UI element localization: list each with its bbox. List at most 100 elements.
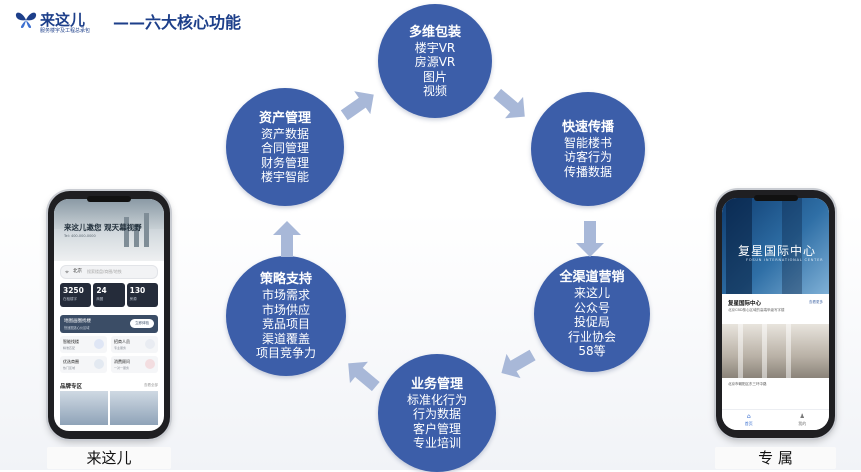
- feature-item: 楼宇智能: [260, 170, 309, 184]
- feature-item: 公众号: [573, 300, 610, 315]
- grid-item-title: 智能找楼: [63, 339, 79, 344]
- feature-item: 视频: [422, 84, 447, 98]
- map-icon: [94, 359, 105, 369]
- feature-circle-business: 业务管理 标准化行为 行为数据 客户管理 专业培训: [378, 354, 496, 472]
- person-icon: [144, 339, 155, 349]
- feature-item: 市场需求: [261, 288, 310, 303]
- nav-item-me[interactable]: ♟ 我的: [776, 413, 830, 427]
- left-phone-mockup: 来这儿邀您 观天幕视野 Tel: 400-000-0000 ⌖ 北京 搜索楼盘/…: [48, 191, 170, 439]
- arrow-icon-spreading-to-marketing: [576, 221, 604, 257]
- nav-item-home[interactable]: ⌂ 首页: [722, 413, 776, 427]
- feature-circle-packaging: 多维包装 楼宇VR 房源VR 图片 视频: [378, 4, 492, 118]
- grid-item-title: 招商人员: [113, 339, 130, 344]
- feature-item: 财务管理: [260, 155, 309, 170]
- feature-title: 快速传播: [561, 119, 614, 135]
- feature-item: 智能楼书: [563, 135, 612, 150]
- search-city[interactable]: 北京: [73, 269, 82, 274]
- feature-item: 专业培训: [412, 436, 461, 450]
- grid-item[interactable]: 招商人员 专业服务: [110, 336, 158, 353]
- section-more-link[interactable]: 查看全部: [144, 383, 158, 387]
- project-hero-subtitle: FOSUN INTERNATIONAL CENTER: [746, 258, 824, 262]
- grid-item-sub: 一对一服务: [113, 366, 129, 370]
- project-description: 北京CBD核心区域的高端甲级写字楼: [728, 308, 785, 312]
- building-icon: [94, 339, 105, 349]
- grid-item[interactable]: 智能找楼 精准匹配: [60, 336, 108, 353]
- arrow-icon-assets-to-packaging: [340, 91, 374, 121]
- grid-item-title: 优选商圈: [63, 359, 79, 364]
- project-address: 北京市朝阳区东三环中路: [728, 382, 767, 386]
- project-info: 复星国际中心 北京CBD核心区域的高端甲级写字楼 查看更多: [722, 294, 829, 324]
- feature-item: 来这儿: [573, 286, 610, 301]
- grid-item-sub: 热门区域: [63, 366, 76, 370]
- hero-banner: 来这儿邀您 观天幕视野 Tel: 400-000-0000: [54, 199, 164, 261]
- feature-item: 58等: [578, 344, 606, 359]
- feature-circle-marketing: 全渠道营销 来这儿 公众号 投促局 行业协会 58等: [534, 256, 650, 372]
- bottom-nav: ⌂ 首页 ♟ 我的: [722, 409, 829, 430]
- left-phone-screen: 来这儿邀您 观天幕视野 Tel: 400-000-0000 ⌖ 北京 搜索楼盘/…: [54, 199, 164, 431]
- right-phone-mockup: 复星国际中心 FOSUN INTERNATIONAL CENTER 复星国际中心…: [716, 190, 835, 438]
- feature-item: 标准化行为: [406, 392, 467, 407]
- lobby-photo[interactable]: [722, 324, 829, 378]
- feature-title: 业务管理: [410, 376, 463, 392]
- search-input[interactable]: ⌖ 北京 搜索楼盘/商圈/地铁: [60, 265, 158, 279]
- project-hero-image: 复星国际中心 FOSUN INTERNATIONAL CENTER: [722, 198, 829, 294]
- stat-card[interactable]: 130 房源: [126, 283, 158, 307]
- feature-item: 项目竞争力: [255, 346, 316, 361]
- feature-item: 客户管理: [412, 421, 461, 436]
- feature-item: 市场供应: [261, 302, 310, 317]
- feature-circle-assets: 资产管理 资产数据 合同管理 财务管理 楼宇智能: [226, 88, 344, 206]
- user-icon: ♟: [799, 413, 805, 420]
- hero-subtext: Tel: 400-000-0000: [64, 234, 96, 238]
- project-hero-title: 复星国际中心: [738, 244, 817, 258]
- stat-card[interactable]: 3250 在租楼宇: [60, 283, 92, 307]
- map-search-banner[interactable]: 地图画圈找楼 快速圈选心仪区域 立即体验: [60, 315, 158, 333]
- grid-item[interactable]: 优选商圈 热门区域: [60, 356, 108, 373]
- feature-item: 楼宇VR: [414, 40, 456, 55]
- feature-item: 行业协会: [567, 329, 616, 344]
- feature-title: 多维包装: [408, 24, 461, 40]
- grid-item[interactable]: 消费顾问 一对一服务: [110, 356, 158, 373]
- stat-label: 在租楼宇: [63, 297, 77, 301]
- grid-item-sub: 精准匹配: [63, 346, 76, 350]
- feature-item: 行为数据: [412, 407, 461, 421]
- project-name: 复星国际中心: [728, 301, 762, 307]
- logo-tagline: 服务楼宇及工程总承包: [40, 28, 91, 34]
- stat-number: 3250: [63, 286, 84, 295]
- feature-title: 策略支持: [259, 272, 312, 288]
- feature-title: 资产管理: [258, 110, 311, 126]
- stat-label: 房源: [129, 297, 137, 301]
- right-phone-screen: 复星国际中心 FOSUN INTERNATIONAL CENTER 复星国际中心…: [722, 198, 829, 430]
- feature-circle-strategy: 策略支持 市场需求 市场供应 竞品项目 渠道覆盖 项目竞争力: [226, 256, 346, 376]
- brand-building-image[interactable]: [60, 391, 109, 425]
- grid-item-title: 消费顾问: [113, 359, 130, 364]
- stat-label: 商圈: [96, 297, 104, 301]
- arrow-icon-marketing-to-business: [501, 349, 536, 379]
- hero-text: 来这儿邀您 观天幕视野: [64, 223, 142, 232]
- stat-number: 24: [96, 286, 107, 295]
- grid-item-sub: 专业服务: [113, 346, 126, 350]
- brand-building-image[interactable]: [109, 391, 158, 425]
- brand-logo: 来这儿 服务楼宇及工程总承包: [14, 9, 110, 34]
- feature-item: 渠道覆盖: [261, 331, 310, 346]
- arrow-icon-strategy-to-assets: [273, 221, 301, 257]
- section-title: 品牌专区: [60, 384, 83, 390]
- home-icon: ⌂: [746, 413, 751, 420]
- heart-icon: [144, 359, 155, 369]
- feature-item: 房源VR: [414, 55, 456, 69]
- feature-item: 竞品项目: [261, 317, 310, 332]
- feature-item: 资产数据: [260, 126, 309, 141]
- search-placeholder: 搜索楼盘/商圈/地铁: [87, 269, 122, 274]
- stat-number: 130: [129, 286, 146, 295]
- arrow-icon-packaging-to-spreading: [493, 88, 525, 119]
- phone-notch: [753, 195, 798, 201]
- feature-item: 投促局: [573, 315, 610, 330]
- stats-row: 3250 在租楼宇 24 商圈 130 房源: [60, 283, 158, 313]
- logo-name: 来这儿: [40, 11, 86, 29]
- banner-title: 地图画圈找楼: [64, 319, 91, 324]
- stat-card[interactable]: 24 商圈: [93, 283, 125, 307]
- more-link[interactable]: 查看更多: [809, 300, 823, 304]
- feature-grid: 智能找楼 精准匹配 招商人员 专业服务 优选商圈 热门区域 消费顾问 一对一服务: [60, 336, 158, 374]
- try-now-button[interactable]: 立即体验: [130, 319, 154, 328]
- feature-item: 传播数据: [563, 164, 612, 179]
- feature-item: 合同管理: [260, 141, 309, 155]
